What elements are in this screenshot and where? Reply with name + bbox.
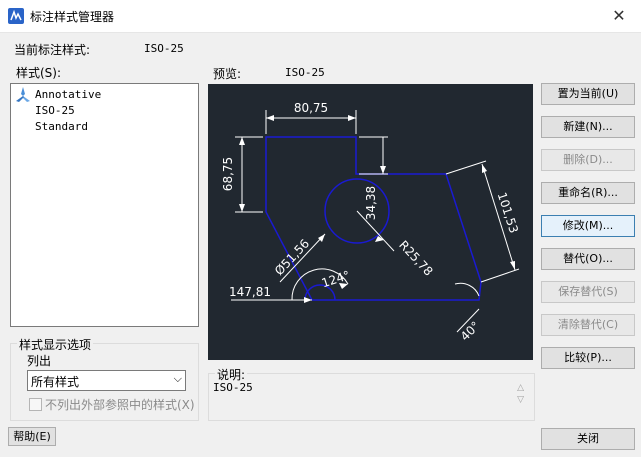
styles-label: 样式(S): xyxy=(16,66,62,80)
style-item-standard[interactable]: Standard xyxy=(35,120,88,133)
dim-diameter: Ø51,56 xyxy=(272,236,312,278)
current-style-label: 当前标注样式: xyxy=(14,43,91,57)
help-button[interactable]: 帮助(E) xyxy=(8,427,56,446)
annotative-icon xyxy=(14,86,32,104)
description-scroll-arrows[interactable]: △▽ xyxy=(517,383,524,405)
window-title: 标注样式管理器 xyxy=(30,10,115,24)
clear-override-button[interactable]: 清除替代(C) xyxy=(541,314,635,336)
dim-slant: 101,53 xyxy=(495,191,521,235)
compare-button[interactable]: 比较(P)... xyxy=(541,347,635,369)
close-button[interactable]: 关闭 xyxy=(541,428,635,450)
preview-label: 预览: xyxy=(213,67,242,81)
title-bar: 标注样式管理器 ✕ xyxy=(0,0,641,33)
dim-corner-angle: 40° xyxy=(458,319,483,344)
preview-canvas: 80,75 68,75 34,38 101,53 Ø51,56 R25,78 1… xyxy=(208,84,533,360)
modify-button[interactable]: 修改(M)... xyxy=(541,215,635,237)
dim-bottom: 147,81 xyxy=(229,285,271,299)
display-options-group: 样式显示选项 列出 所有样式 ⌵ 不列出外部参照中的样式(X) xyxy=(10,336,199,421)
style-item-iso-25[interactable]: ISO-25 xyxy=(35,104,75,117)
list-label: 列出 xyxy=(27,354,52,368)
dim-notch: 34,38 xyxy=(364,186,378,220)
dim-angle: 124° xyxy=(320,268,352,290)
save-override-button[interactable]: 保存替代(S) xyxy=(541,281,635,303)
preview-style-name: ISO-25 xyxy=(285,66,325,79)
current-style-value: ISO-25 xyxy=(144,42,184,55)
description-label: 说明: xyxy=(215,366,248,383)
delete-button[interactable]: 删除(D)... xyxy=(541,149,635,171)
display-options-label: 样式显示选项 xyxy=(17,336,94,353)
chevron-down-icon: ⌵ xyxy=(173,372,182,385)
dim-left: 68,75 xyxy=(221,157,235,191)
set-current-button[interactable]: 置为当前(U) xyxy=(541,83,635,105)
list-filter-value: 所有样式 xyxy=(31,375,80,389)
override-button[interactable]: 替代(O)... xyxy=(541,248,635,270)
exclude-xref-label: 不列出外部参照中的样式(X) xyxy=(45,398,195,412)
app-icon xyxy=(8,8,24,24)
close-icon[interactable]: ✕ xyxy=(612,6,626,25)
new-button[interactable]: 新建(N)... xyxy=(541,116,635,138)
rename-button[interactable]: 重命名(R)... xyxy=(541,182,635,204)
style-item-annotative[interactable]: Annotative xyxy=(35,88,102,101)
dim-radius: R25,78 xyxy=(396,238,435,279)
exclude-xref-checkbox[interactable] xyxy=(29,398,42,411)
description-group: 说明: ISO-25 △▽ xyxy=(208,366,535,421)
description-text: ISO-25 xyxy=(213,381,253,394)
preview-arrowheads xyxy=(239,115,515,303)
list-filter-select[interactable]: 所有样式 ⌵ xyxy=(27,370,186,391)
styles-list[interactable]: Annotative ISO-25 Standard xyxy=(10,83,199,327)
dim-top: 80,75 xyxy=(294,101,328,115)
